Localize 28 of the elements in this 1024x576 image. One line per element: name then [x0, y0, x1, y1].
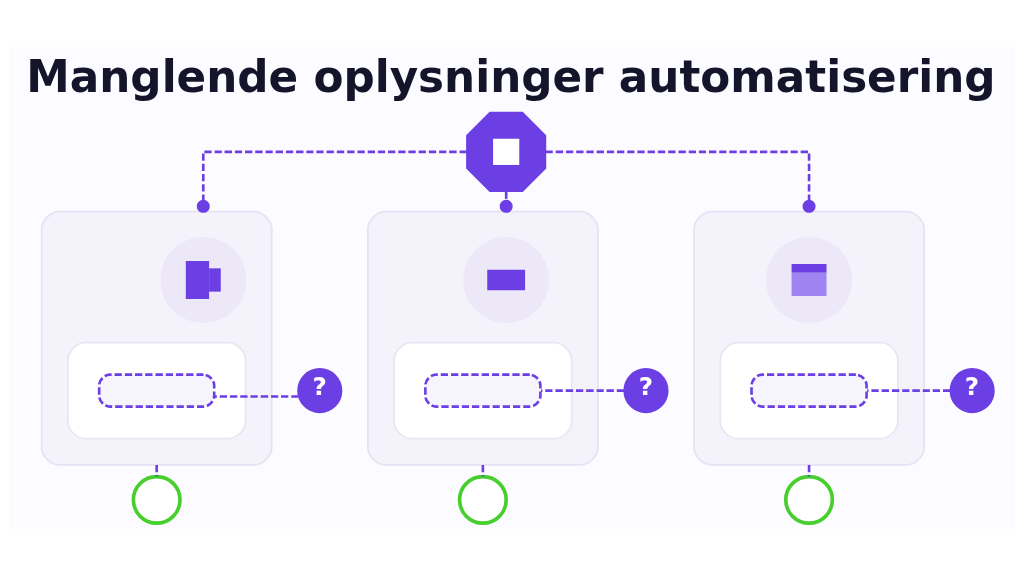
- node-picture: [463, 237, 550, 323]
- connector: [867, 389, 951, 392]
- node-picture: [766, 237, 852, 323]
- connector: [196, 150, 467, 213]
- node-gear: [466, 111, 547, 192]
- connector: [540, 389, 624, 392]
- diagram-title: Manglende oplysninger automatisering: [26, 51, 996, 103]
- node-circle: [131, 474, 182, 525]
- node-circle: ?: [623, 368, 669, 414]
- node-box: [97, 373, 216, 408]
- connector: [481, 464, 485, 477]
- cluster: [719, 341, 899, 440]
- cluster: [393, 341, 573, 440]
- node-box: [424, 373, 542, 408]
- node-circle: ?: [949, 368, 995, 414]
- cluster: [366, 210, 599, 466]
- connector: [155, 464, 158, 477]
- node-picture: [160, 237, 247, 323]
- node-circle: [783, 474, 835, 525]
- connector: [214, 395, 299, 398]
- node-box: [750, 373, 868, 408]
- cluster: [67, 341, 247, 440]
- connector: [545, 150, 816, 213]
- connector: [807, 464, 811, 477]
- node-circle: [457, 474, 508, 525]
- connector: [499, 191, 513, 213]
- cluster: [693, 210, 925, 466]
- node-circle: ?: [297, 368, 343, 414]
